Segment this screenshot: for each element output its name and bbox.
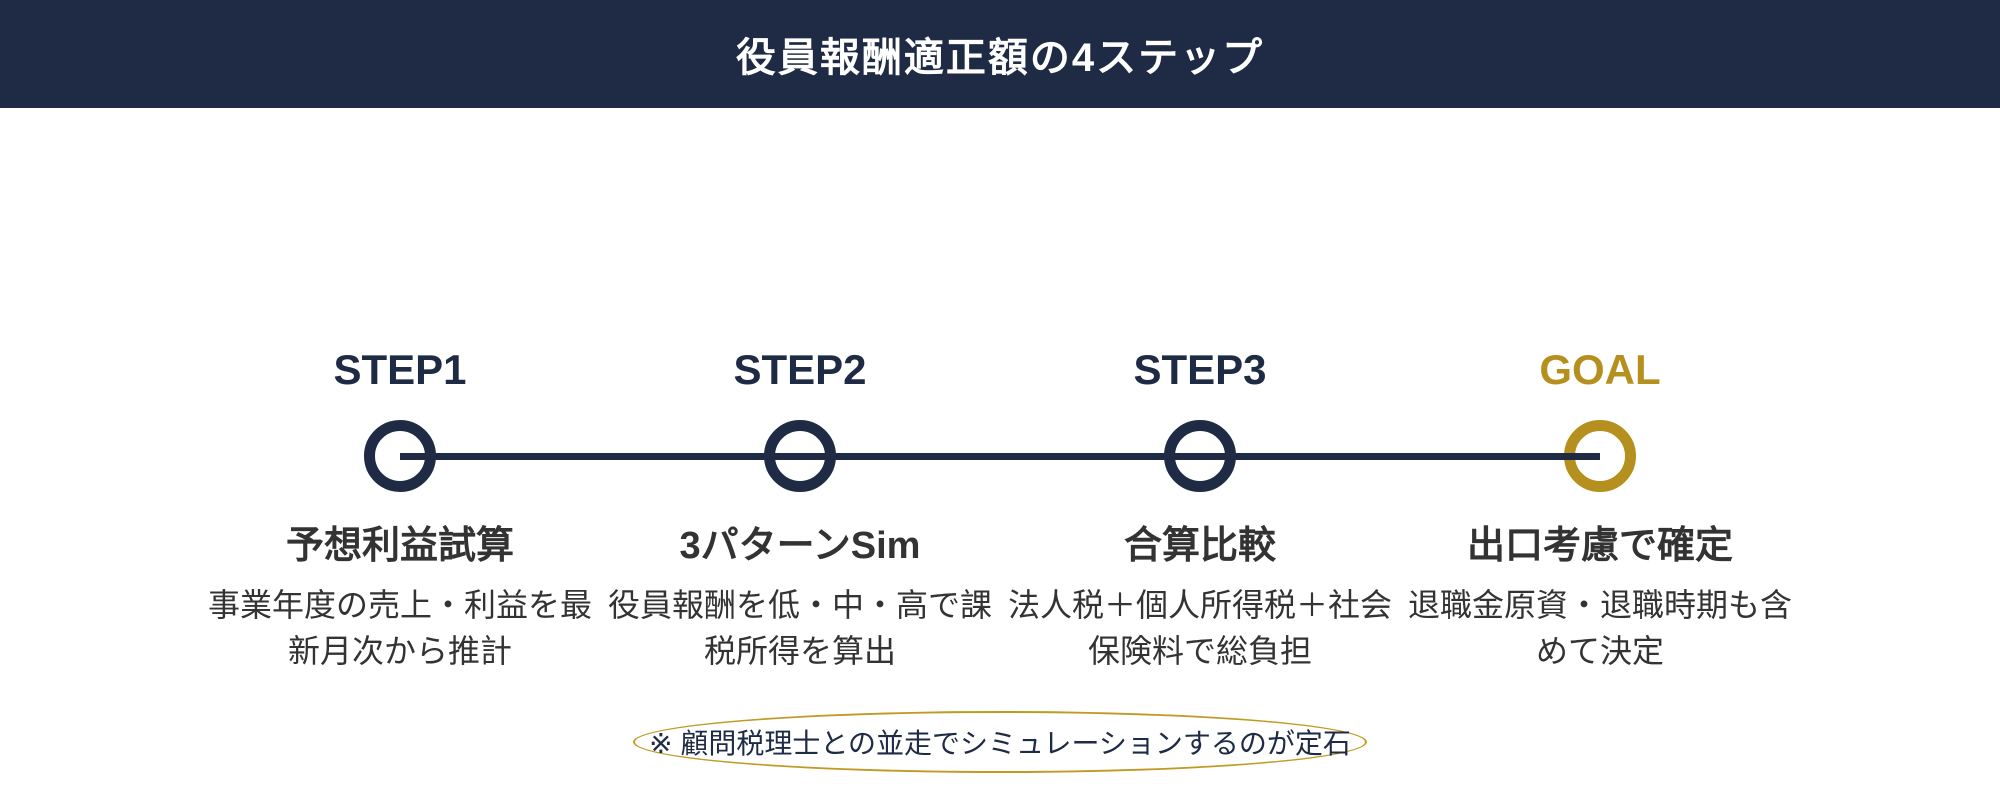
step1-title: 予想利益試算 (285, 525, 514, 567)
step3-description-line2: 保険料で総負担 (1087, 633, 1312, 669)
step2-title: 3パターンSim (679, 525, 921, 567)
step-column-step2: STEP2 3パターンSim 役員報酬を低・中・高で課 税所得を算出 (600, 340, 1000, 680)
goal-label: GOAL (1539, 346, 1661, 393)
goal-description-line1: 退職金原資・退職時期も含 (1407, 587, 1792, 623)
page-title: 役員報酬適正額の4ステップ (735, 36, 1265, 80)
step-column-step1: STEP1 予想利益試算 事業年度の売上・利益を最 新月次から推計 (200, 340, 600, 680)
goal-description: 退職金原資・退職時期も含 めて決定 (1400, 582, 1800, 674)
step2-description-line1: 役員報酬を低・中・高で課 (607, 587, 992, 623)
step1-description: 事業年度の売上・利益を最 新月次から推計 (200, 582, 600, 674)
step-column-step3: STEP3 合算比較 法人税＋個人所得税＋社会 保険料で総負担 (1000, 340, 1400, 680)
step1-description-line2: 新月次から推計 (287, 633, 512, 669)
footnote-text: ※ 顧問税理士との並走でシミュレーションするのが定石 (649, 728, 1351, 759)
footnote-ellipse: ※ 顧問税理士との並走でシミュレーションするのが定石 (633, 711, 1367, 773)
goal-description-line2: めて決定 (1535, 633, 1664, 669)
step-column-goal: GOAL 出口考慮で確定 退職金原資・退職時期も含 めて決定 (1400, 340, 1800, 680)
step1-label: STEP1 (333, 346, 467, 393)
step1-description-line1: 事業年度の売上・利益を最 (207, 587, 592, 623)
step3-description-line1: 法人税＋個人所得税＋社会 (1007, 587, 1392, 623)
step2-description: 役員報酬を低・中・高で課 税所得を算出 (600, 582, 1000, 674)
header-bar: 役員報酬適正額の4ステップ (0, 0, 2000, 108)
goal-title: 出口考慮で確定 (1466, 525, 1733, 567)
step3-title: 合算比較 (1123, 525, 1276, 567)
timeline-line (400, 453, 1600, 460)
step2-label: STEP2 (733, 346, 867, 393)
step3-description: 法人税＋個人所得税＋社会 保険料で総負担 (1000, 582, 1400, 674)
step3-label: STEP3 (1133, 346, 1267, 393)
step2-description-line2: 税所得を算出 (703, 633, 896, 669)
